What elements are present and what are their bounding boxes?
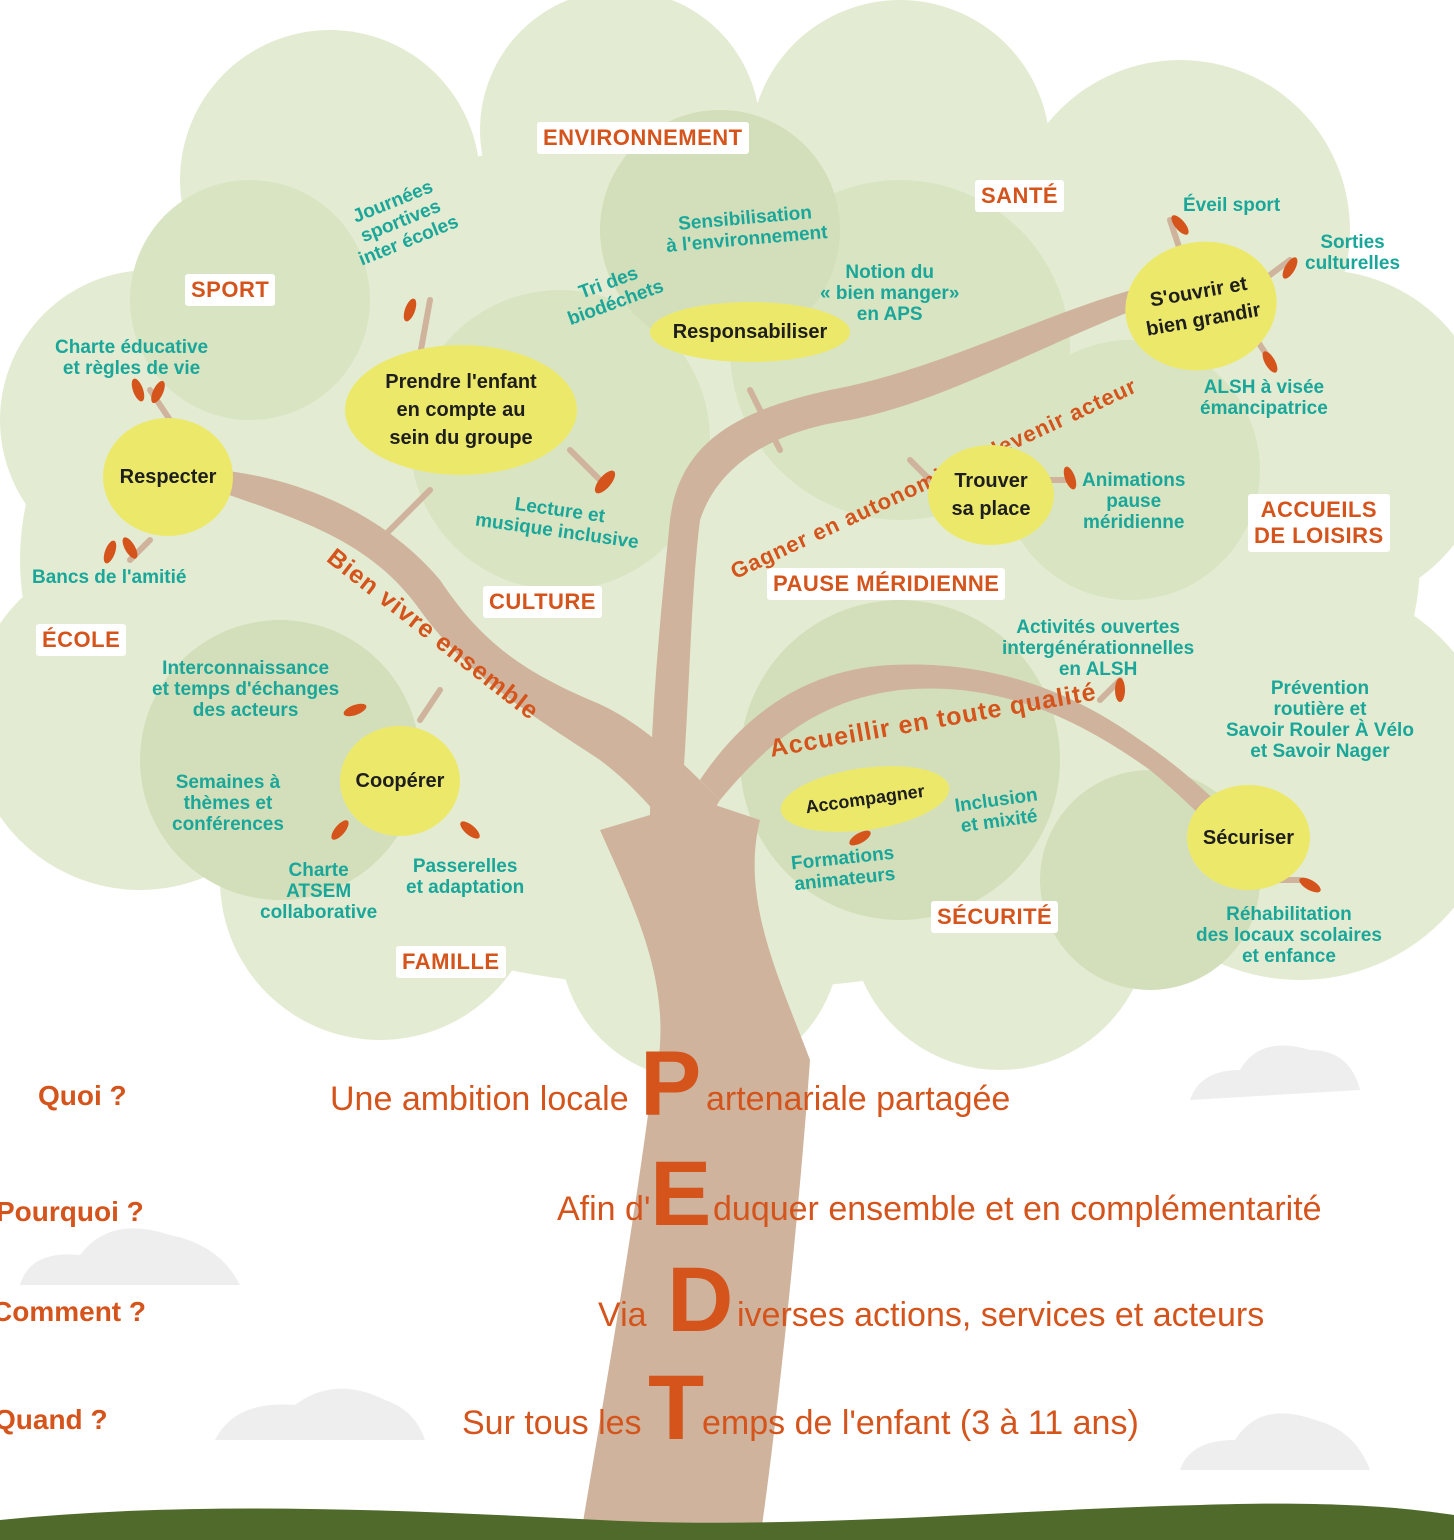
bubble-responsabiliser: Responsabiliser [650, 302, 850, 362]
answer-quoi-prefix: Une ambition locale [330, 1080, 629, 1118]
action-rehabilitation: Réhabilitation des locaux scolaires et e… [1196, 904, 1382, 967]
theme-sante: SANTÉ [975, 180, 1065, 212]
bubble-cooperer: Coopérer [340, 726, 460, 836]
bubble-securiser: Sécuriser [1187, 785, 1310, 890]
question-comment: Comment ? [0, 1296, 146, 1327]
answer-quand-suffix: emps de l'enfant (3 à 11 ans) [702, 1404, 1139, 1442]
action-interconnaissance: Interconnaissance et temps d'échanges de… [152, 658, 340, 721]
action-sorties: Sorties culturelles [1305, 232, 1401, 274]
tree-trunk [215, 285, 1230, 1540]
bubble-prendre: Prendre l'enfant en compte au sein du gr… [345, 345, 577, 475]
bubble-respecter: Respecter [103, 418, 233, 536]
action-prevention: Prévention routière et Savoir Rouler À V… [1226, 678, 1414, 762]
question-quand: Quand ? [0, 1404, 108, 1435]
answer-quoi-suffix: artenariale partagée [706, 1080, 1011, 1118]
leaves [103, 215, 1321, 893]
theme-securite: SÉCURITÉ [931, 901, 1059, 933]
action-charte: Charte éducative et règles de vie [55, 337, 209, 379]
letter-e: E [650, 1143, 712, 1245]
letter-d: D [667, 1249, 734, 1351]
answer-quand-prefix: Sur tous les [462, 1404, 642, 1442]
theme-culture: CULTURE [483, 586, 602, 618]
action-animations: Animations pause méridienne [1082, 470, 1186, 533]
theme-sport: SPORT [185, 274, 276, 306]
theme-pause: PAUSE MÉRIDIENNE [767, 568, 1006, 600]
answer-pourquoi-prefix: Afin d' [557, 1190, 651, 1228]
letter-p: P [640, 1033, 702, 1135]
question-pourquoi: Pourquoi ? [0, 1196, 144, 1227]
action-semaines: Semaines à thèmes et conférences [172, 772, 284, 835]
answer-comment-suffix: iverses actions, services et acteurs [737, 1296, 1265, 1334]
answer-comment-prefix: Via [598, 1296, 647, 1334]
action-bancs: Bancs de l'amitié [32, 567, 187, 588]
action-eveil: Éveil sport [1183, 195, 1281, 216]
theme-ecole: ÉCOLE [36, 624, 127, 656]
bubble-trouver: Trouver sa place [928, 445, 1054, 545]
action-passerelles: Passerelles et adaptation [406, 856, 525, 898]
answer-pourquoi-suffix: duquer ensemble et en complémentarité [713, 1190, 1322, 1228]
action-alsh: ALSH à visée émancipatrice [1200, 377, 1328, 419]
question-quoi: Quoi ? [38, 1080, 127, 1111]
action-notion: Notion du « bien manger» en APS [820, 262, 960, 325]
clouds [20, 1045, 1370, 1470]
theme-environnement: ENVIRONNEMENT [537, 122, 749, 154]
letter-t: T [648, 1357, 705, 1459]
theme-famille: FAMILLE [396, 946, 506, 978]
action-charte-atsem: Charte ATSEM collaborative [260, 860, 378, 923]
ground [0, 1503, 1454, 1540]
theme-accueils: ACCUEILS DE LOISIRS [1248, 494, 1390, 552]
action-activites: Activités ouvertes intergénérationnelles… [1002, 617, 1195, 680]
